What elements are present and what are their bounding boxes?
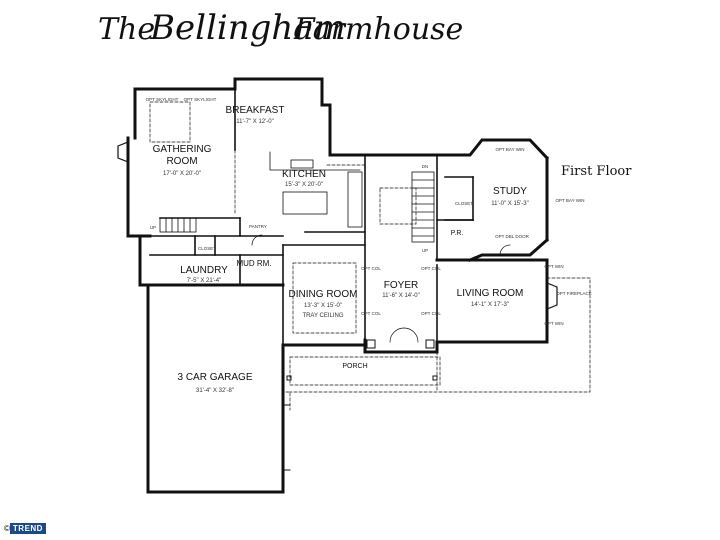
gathering-room-label-2: ROOM bbox=[166, 156, 197, 167]
laundry-label: LAUNDRY bbox=[180, 265, 228, 276]
opt-win-2: OPT WIN bbox=[544, 321, 563, 326]
gathering-room-label-1: GATHERING bbox=[153, 144, 212, 155]
title-word-bellingham: Bellingham bbox=[150, 8, 346, 48]
trend-logo: TREND bbox=[9, 522, 46, 534]
opt-skylight-2: OPT SKYLIGHT bbox=[184, 97, 217, 102]
porch-columns bbox=[286, 339, 438, 381]
title-word-the: The bbox=[98, 12, 156, 47]
garage-doors bbox=[282, 404, 291, 471]
opt-bay-win-top: OPT BAY WIN bbox=[495, 147, 524, 152]
stair-up-label: UP bbox=[422, 248, 428, 253]
trend-watermark: © TREND bbox=[4, 522, 46, 534]
exterior-walls bbox=[126, 77, 550, 494]
mud-room-label: MUD RM. bbox=[236, 259, 271, 268]
laundry-dim: 7'-5" X 21'-4" bbox=[187, 278, 222, 284]
breakfast-dim: 11'-7" X 12'-0" bbox=[236, 119, 273, 125]
garage-label: 3 CAR GARAGE bbox=[177, 372, 252, 383]
dining-room-dim: 13'-3" X 15'-0" bbox=[304, 303, 342, 309]
plan-title: The Bellingham Farmhouse bbox=[0, 6, 720, 56]
title-word-farmhouse: Farmhouse bbox=[294, 12, 464, 47]
kitchen-dim: 15'-3" X 20'-0" bbox=[285, 182, 323, 188]
stairs bbox=[159, 171, 435, 243]
door-swings bbox=[251, 234, 511, 343]
opt-skylight-1: OPT SKYLIGHT bbox=[146, 97, 179, 102]
stair-up-label-2: UP bbox=[150, 225, 156, 230]
opt-dbl-door: OPT DBL DOOR bbox=[495, 234, 530, 239]
study-dim: 11'-0" X 15'-3" bbox=[491, 201, 528, 207]
fireplaces bbox=[117, 141, 558, 310]
opt-fireplace: OPT FIREPLACE bbox=[556, 291, 591, 296]
dining-room-label: DINING ROOM bbox=[289, 289, 358, 300]
breakfast-label: BREAKFAST bbox=[226, 105, 285, 116]
powder-room-label: P.R. bbox=[451, 230, 464, 237]
foyer-label: FOYER bbox=[384, 280, 418, 291]
porch-label: PORCH bbox=[342, 363, 367, 370]
study-label: STUDY bbox=[493, 186, 527, 197]
pantry-label: PANTRY bbox=[249, 224, 267, 229]
closet-label-1: CLOSET bbox=[198, 246, 216, 251]
foyer-dim: 11'-6" X 14'-0" bbox=[382, 293, 419, 299]
stair-dn-label: DN bbox=[422, 164, 429, 169]
living-room-dim: 14'-1" X 17'-3" bbox=[471, 302, 509, 308]
opt-col-3: OPT COL bbox=[361, 311, 381, 316]
floor-label: First Floor bbox=[561, 164, 632, 179]
kitchen-fixtures bbox=[269, 151, 363, 228]
garage-dim: 31'-4" X 32'-8" bbox=[196, 388, 234, 394]
opt-col-2: OPT COL bbox=[421, 266, 441, 271]
opt-bay-win-right: OPT BAY WIN bbox=[555, 198, 584, 203]
opt-win-1: OPT WIN bbox=[544, 264, 563, 269]
opt-col-1: OPT COL bbox=[361, 266, 381, 271]
closet-label-2: CLOSET bbox=[455, 201, 473, 206]
dining-room-note: TRAY CEILING bbox=[302, 313, 343, 319]
dashed-outlines bbox=[149, 101, 591, 411]
living-room-label: LIVING ROOM bbox=[457, 288, 524, 299]
gathering-room-dim: 17'-0" X 20'-0" bbox=[163, 171, 201, 177]
kitchen-label: KITCHEN bbox=[282, 169, 326, 180]
opt-col-4: OPT COL bbox=[421, 311, 441, 316]
copyright-symbol: © bbox=[4, 523, 10, 533]
